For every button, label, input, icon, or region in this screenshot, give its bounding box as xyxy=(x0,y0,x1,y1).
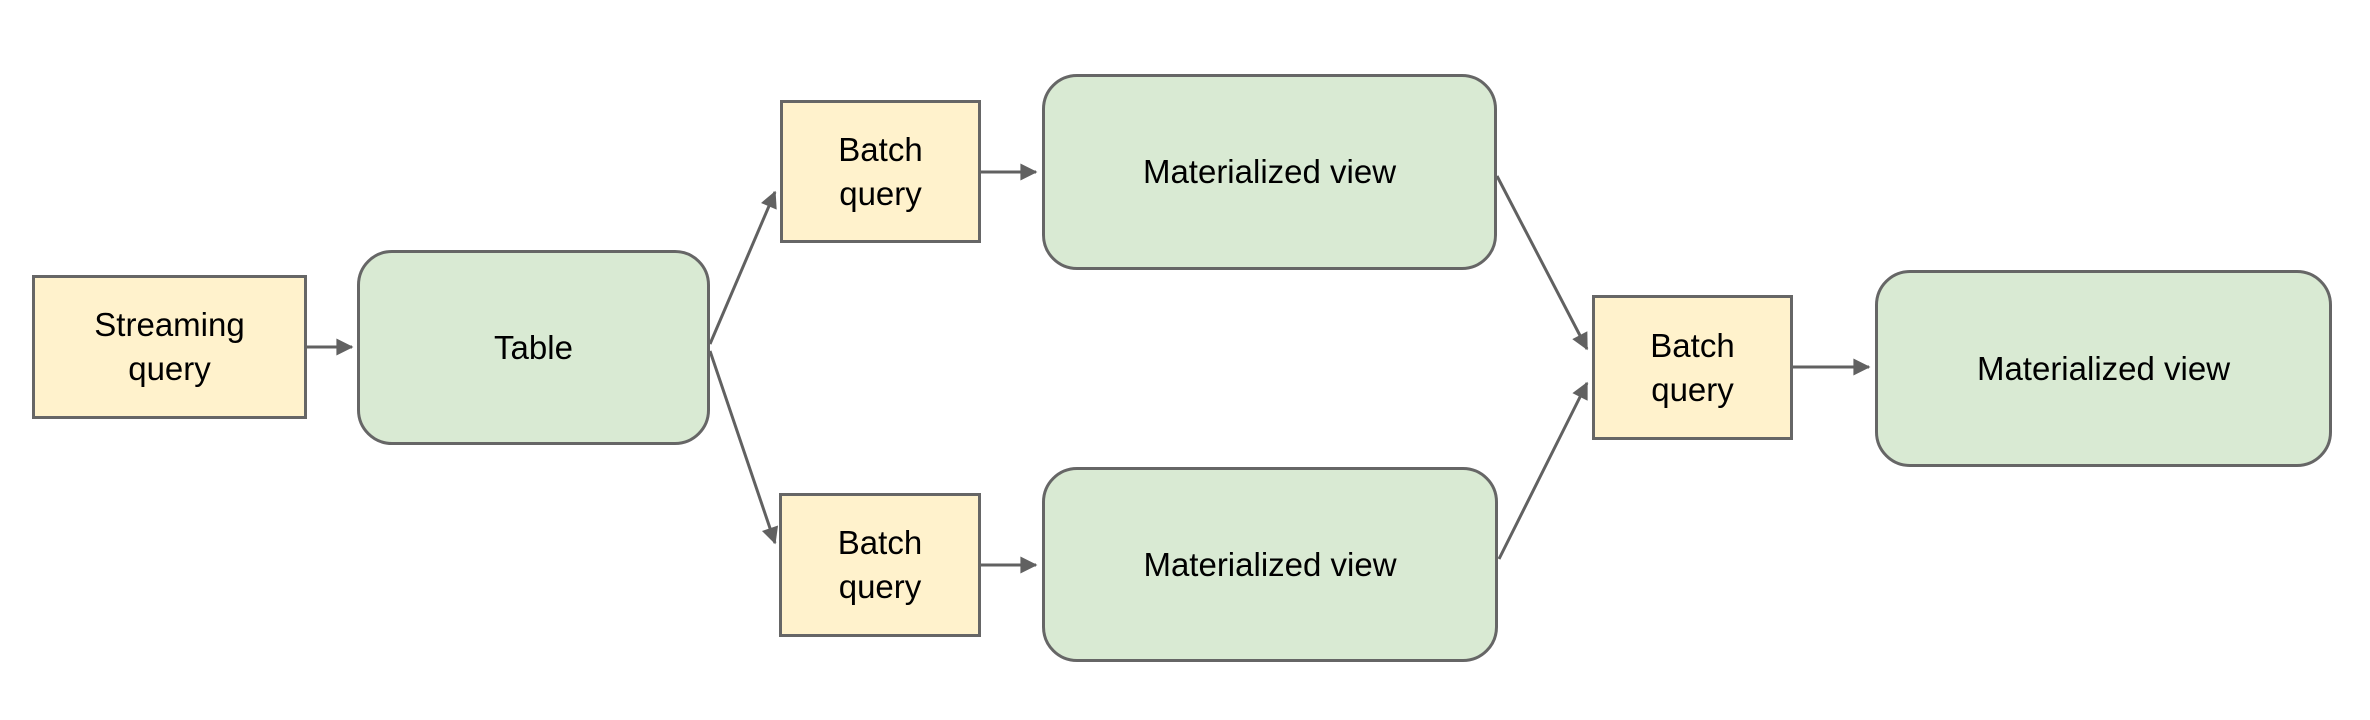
node-materialized-view-bottom-label: Materialized view xyxy=(1143,545,1397,583)
edge-materialized-view-bottom-to-batch-query-right xyxy=(1497,381,1589,560)
node-table: Table xyxy=(357,250,710,445)
node-materialized-view-top-label: Materialized view xyxy=(1142,153,1397,191)
node-materialized-view-right: Materialized view xyxy=(1875,270,2332,467)
edge-table-to-batch-query-top xyxy=(708,190,777,345)
node-batch-query-right-label: Batch query xyxy=(1650,326,1735,408)
node-table-label: Table xyxy=(494,328,573,366)
node-streaming-query: Streaming query xyxy=(32,275,307,419)
node-batch-query-right: Batch query xyxy=(1592,295,1793,440)
node-batch-query-bottom-label: Batch query xyxy=(837,524,923,605)
node-streaming-query-label: Streaming query xyxy=(94,306,245,387)
edge-table-to-batch-query-bottom xyxy=(708,350,779,545)
node-materialized-view-top: Materialized view xyxy=(1042,74,1497,270)
node-materialized-view-bottom: Materialized view xyxy=(1042,467,1498,662)
edge-materialized-view-top-to-batch-query-right xyxy=(1495,175,1589,351)
node-batch-query-top-label: Batch query xyxy=(838,130,923,212)
node-materialized-view-right-label: Materialized view xyxy=(1976,349,2231,387)
node-batch-query-top: Batch query xyxy=(780,100,981,243)
node-batch-query-bottom: Batch query xyxy=(779,493,981,637)
